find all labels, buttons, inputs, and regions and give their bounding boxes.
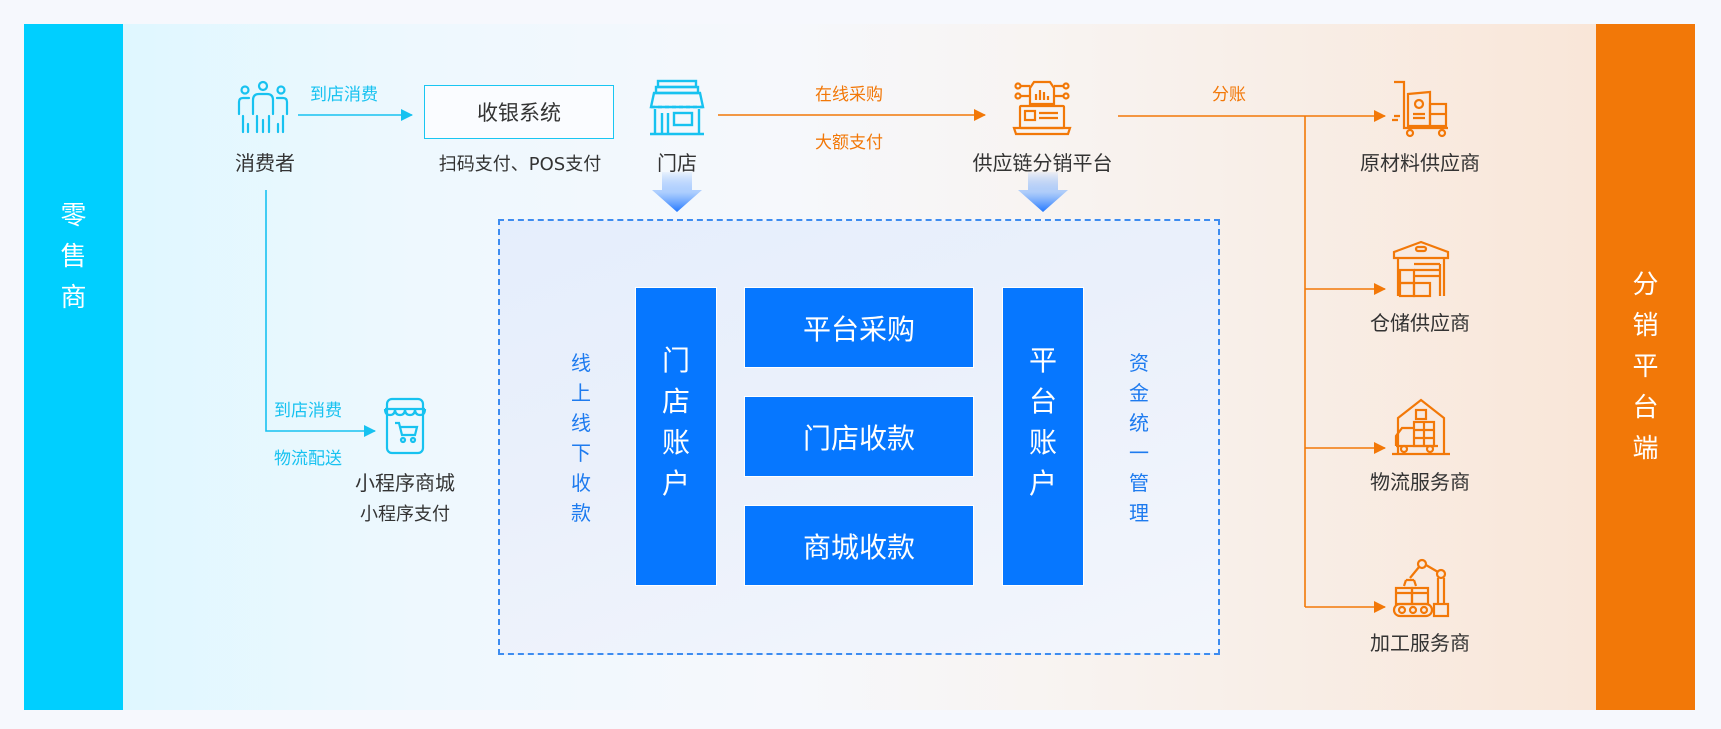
platform-purchase-label: 平台采购	[802, 312, 915, 346]
cashier-system-label: 收银系统	[477, 101, 561, 125]
mobile-shop-cart-icon	[383, 397, 427, 455]
down-arrow-platform	[1018, 172, 1068, 212]
online-offline-collection-caption: 线 上 线 下 收 款	[568, 348, 594, 528]
down-arrow-store	[652, 172, 702, 212]
supplier-label: 物流服务商	[1370, 470, 1470, 494]
caption-char: 统	[1129, 411, 1149, 435]
consumer-label: 消费者	[235, 151, 295, 175]
retailer-char: 售	[60, 241, 87, 272]
retailer-side-bar: 零 售 商	[24, 24, 123, 710]
people-group-icon	[237, 80, 289, 134]
supplier-label: 加工服务商	[1370, 631, 1470, 655]
large-payment-label: 大额支付	[815, 133, 883, 153]
miniprogram-payment-label: 小程序支付	[360, 504, 450, 525]
mall-collection-box: 商城收款	[744, 505, 974, 586]
distribution-char: 端	[1632, 433, 1659, 464]
caption-char: 款	[571, 501, 591, 525]
store-collection-box: 门店收款	[744, 396, 974, 477]
caption-char: 一	[1129, 441, 1149, 465]
caption-char: 上	[571, 381, 591, 405]
distribution-side-bar: 分 销 平 台 端	[1596, 24, 1695, 710]
cashier-system-box: 收银系统	[424, 85, 614, 139]
consumer-to-cashier-label: 到店消费	[310, 85, 378, 105]
miniprogram-mall-label: 小程序商城	[355, 471, 455, 495]
retailer-char: 零	[60, 200, 87, 231]
platform-laptop-gear-icon	[1012, 80, 1072, 136]
platform-account-box: 平 台 账 户	[1002, 287, 1084, 586]
arrow-consumer-to-miniprogram	[265, 190, 376, 437]
store-collection-label: 门店收款	[802, 421, 915, 455]
caption-char: 资	[1129, 351, 1149, 375]
supplier-label: 原材料供应商	[1360, 151, 1480, 175]
platform-account-char: 台	[1028, 384, 1057, 418]
warehouse-icon	[1392, 240, 1450, 298]
distribution-char: 分	[1632, 269, 1659, 300]
caption-char: 下	[571, 441, 591, 465]
miniprogram-delivery-label: 物流配送	[274, 449, 342, 469]
robot-arm-icon	[1392, 558, 1450, 618]
cart-materials-icon	[1392, 80, 1448, 138]
store-account-char: 店	[661, 384, 690, 418]
miniprogram-instore-label: 到店消费	[274, 401, 342, 421]
caption-char: 金	[1129, 381, 1149, 405]
platform-account-char: 账	[1028, 425, 1057, 459]
distribution-char: 平	[1632, 351, 1659, 382]
storefront-icon	[649, 79, 705, 136]
caption-char: 线	[571, 411, 591, 435]
cashier-payment-methods: 扫码支付、POS支付	[438, 154, 602, 175]
unified-fund-management-caption: 资 金 统 一 管 理	[1126, 348, 1152, 528]
platform-account-char: 平	[1028, 343, 1057, 377]
store-account-char: 户	[661, 466, 690, 500]
platform-purchase-box: 平台采购	[744, 287, 974, 368]
distribution-char: 销	[1632, 310, 1659, 341]
store-account-char: 门	[661, 343, 690, 377]
platform-label: 供应链分销平台	[972, 151, 1113, 175]
platform-account-char: 户	[1028, 466, 1057, 500]
retailer-char: 商	[60, 282, 87, 313]
store-label: 门店	[657, 151, 697, 175]
online-purchase-label: 在线采购	[815, 85, 883, 105]
caption-char: 管	[1129, 471, 1149, 495]
split-label: 分账	[1212, 85, 1246, 105]
truck-warehouse-icon	[1392, 398, 1450, 456]
distribution-char: 台	[1632, 392, 1659, 423]
mall-collection-label: 商城收款	[802, 530, 915, 564]
store-account-char: 账	[661, 425, 690, 459]
caption-char: 收	[571, 471, 591, 495]
supplier-label: 仓储供应商	[1370, 311, 1470, 335]
caption-char: 理	[1129, 501, 1149, 525]
store-account-box: 门 店 账 户	[635, 287, 717, 586]
caption-char: 线	[571, 351, 591, 375]
